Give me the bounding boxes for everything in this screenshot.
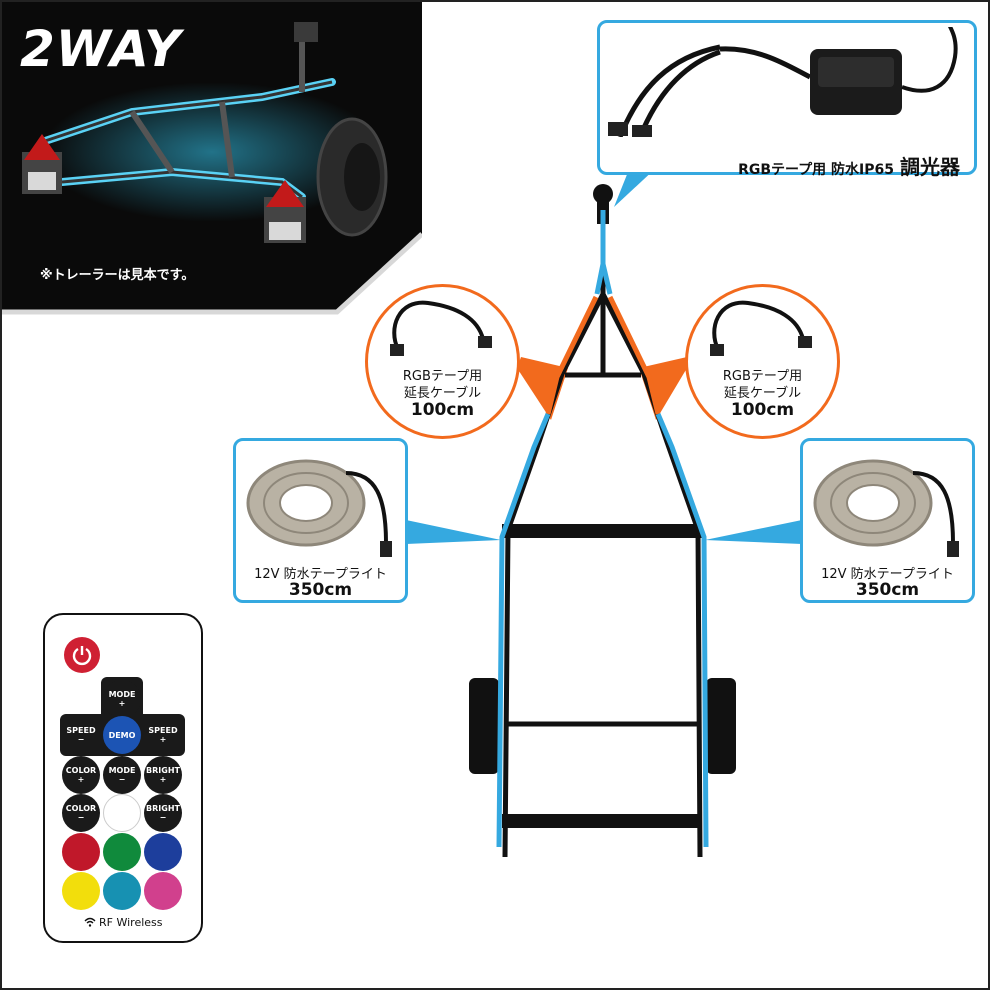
ext-cable-right-length: 100cm <box>730 400 795 420</box>
mode-plus-button[interactable]: MODE+ <box>103 680 141 718</box>
white-color-button[interactable] <box>103 794 141 832</box>
controller-pointer <box>614 167 657 207</box>
ext-left-pointer <box>517 357 568 420</box>
led-tape-lines <box>496 210 709 848</box>
mode-minus-button[interactable]: MODE− <box>103 756 141 794</box>
speed-plus-button[interactable]: SPEED+ <box>144 716 182 754</box>
tape-right-photo <box>813 459 959 557</box>
power-icon <box>72 646 92 666</box>
ext-cable-left-line2: 延長ケーブル <box>403 386 482 401</box>
demo-button[interactable]: DEMO <box>103 716 141 754</box>
cyan-color-button[interactable] <box>103 872 141 910</box>
color-minus-button[interactable]: COLOR− <box>62 794 100 832</box>
wifi-icon <box>84 917 95 927</box>
rf-remote: MODE+ SPEED− DEMO SPEED+ COLOR+ MODE− BR… <box>43 613 203 943</box>
rf-wireless-label: RF Wireless <box>45 916 201 929</box>
ext-cable-right-line1: RGBテープ用 <box>722 369 803 384</box>
trailer-frame <box>502 224 703 858</box>
dimmer-label: 調光器 <box>900 155 960 179</box>
ext-cable-right-callout: RGBテープ用 延長ケーブル 100cm <box>685 284 840 439</box>
tape-left-callout: 12V 防水テープライト 350cm <box>233 438 408 603</box>
right-wheel <box>706 678 736 774</box>
two-way-badge: 2WAY <box>20 20 182 78</box>
controller-caption: RGBテープ用 防水IP65 調光器 <box>738 151 960 180</box>
controller-photo <box>608 27 958 137</box>
tape-left-label: 12V 防水テープライト <box>254 567 387 582</box>
bright-minus-button[interactable]: BRIGHT− <box>144 794 182 832</box>
ext-right-pointer <box>639 357 687 420</box>
bright-plus-button[interactable]: BRIGHT+ <box>144 756 182 794</box>
color-plus-button[interactable]: COLOR+ <box>62 756 100 794</box>
tape-left-pointer <box>406 520 501 544</box>
green-color-button[interactable] <box>103 833 141 871</box>
tape-right-label: 12V 防水テープライト <box>821 567 954 582</box>
left-wheel <box>469 678 499 774</box>
ext-cable-left-line1: RGBテープ用 <box>402 369 483 384</box>
trailer-photo <box>2 2 422 315</box>
tape-right-pointer <box>705 520 802 544</box>
controller-label: RGBテープ用 防水IP65 <box>738 162 894 178</box>
tape-left-photo <box>246 459 392 557</box>
power-button[interactable] <box>64 637 100 673</box>
speed-minus-button[interactable]: SPEED− <box>62 716 100 754</box>
ext-cable-lines <box>545 295 661 415</box>
ext-cable-right-photo <box>710 300 812 356</box>
tape-right-callout: 12V 防水テープライト 350cm <box>800 438 975 603</box>
blue-color-button[interactable] <box>144 833 182 871</box>
tape-right-length: 350cm <box>855 580 920 600</box>
ext-cable-right-line2: 延長ケーブル <box>723 386 802 401</box>
sample-note: ※トレーラーは見本です。 <box>40 268 195 283</box>
red-color-button[interactable] <box>62 833 100 871</box>
ext-cable-left-callout: RGBテープ用 延長ケーブル 100cm <box>365 284 520 439</box>
tape-left-length: 350cm <box>288 580 353 600</box>
controller-callout: RGBテープ用 防水IP65 調光器 <box>597 20 977 179</box>
hero-panel: 2WAY ※トレーラーは見本です。 <box>2 2 422 318</box>
hitch-ball <box>593 184 613 204</box>
ext-cable-left-length: 100cm <box>410 400 475 420</box>
yellow-color-button[interactable] <box>62 872 100 910</box>
ext-cable-left-photo <box>390 300 492 356</box>
pink-color-button[interactable] <box>144 872 182 910</box>
